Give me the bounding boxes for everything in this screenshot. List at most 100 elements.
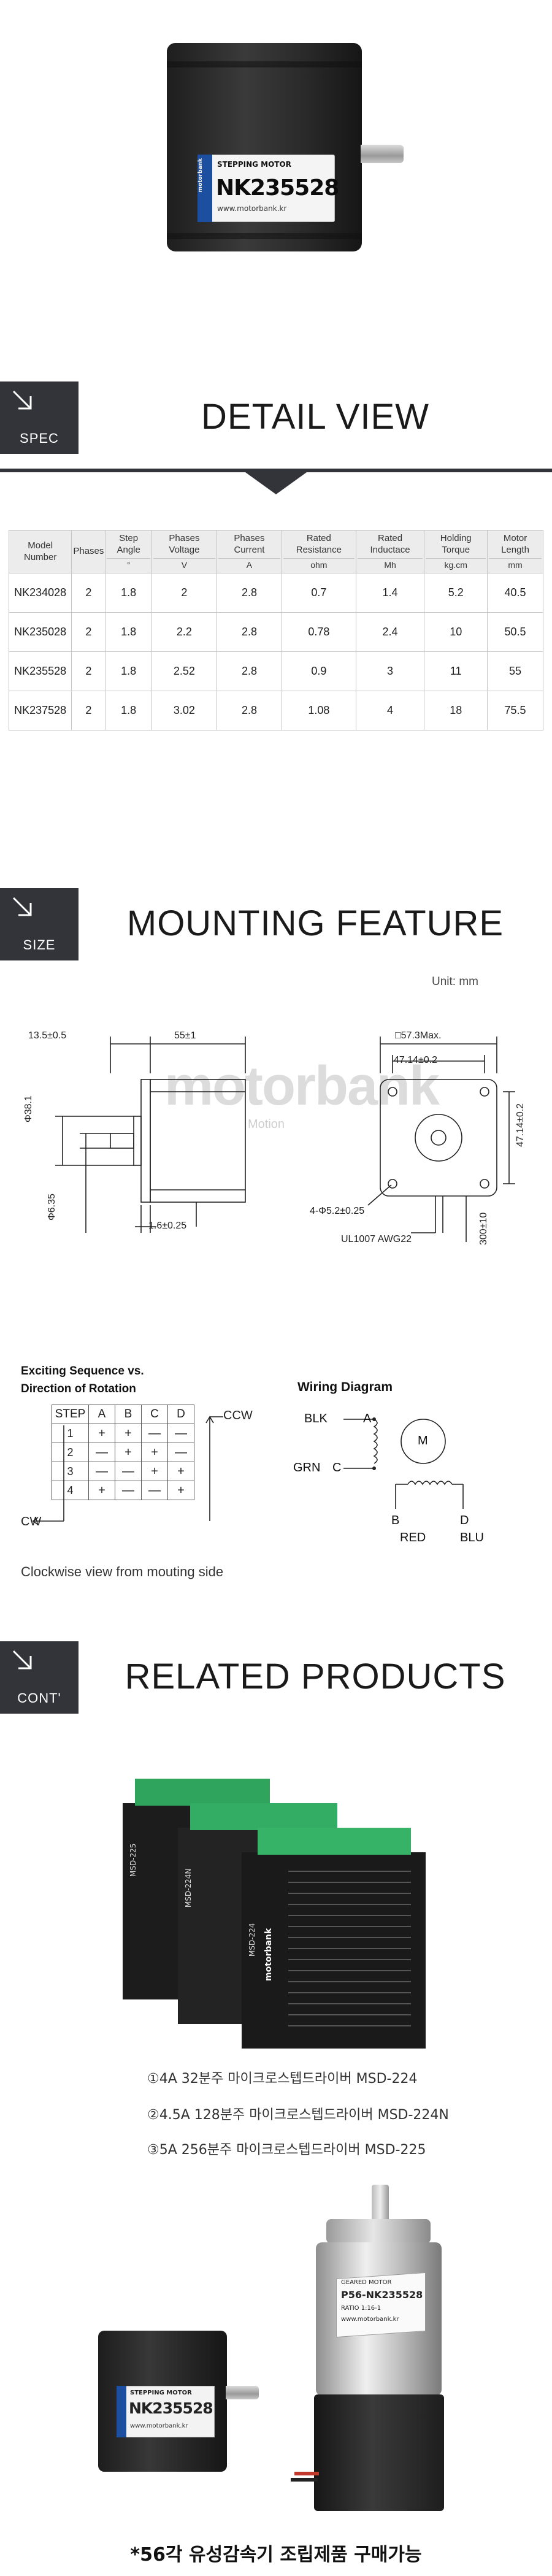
table-cell: 2: [151, 573, 217, 613]
motor-label: [197, 155, 335, 222]
table-row: 1++——: [52, 1424, 194, 1443]
clockwise-note: Clockwise view from mouting side: [21, 1564, 224, 1579]
table-cell: 50.5: [487, 612, 543, 652]
table-cell: NK235028: [8, 612, 72, 652]
table-cell: 10: [424, 612, 488, 652]
wire-grn: GRN: [293, 1461, 321, 1474]
table-cell: 2: [71, 612, 106, 652]
side-view-drawing: [55, 1037, 246, 1233]
table-cell: +: [167, 1462, 194, 1481]
motor-label-url: www.motorbank.kr: [217, 204, 287, 213]
motor-label-model: NK235528: [216, 175, 339, 201]
driver-model-label: MSD-225: [129, 1843, 137, 1877]
terminal-block: [190, 1803, 337, 1830]
lead-wire-red: [294, 2472, 319, 2475]
table-cell: 0.7: [281, 573, 356, 613]
dim-flange: 1.6±0.25: [148, 1221, 187, 1231]
table-cell: 1.8: [105, 691, 152, 730]
table-cell: 75.5: [487, 691, 543, 730]
spec-section-title: DETAIL VIEW: [201, 397, 429, 437]
table-cell: +: [88, 1481, 115, 1500]
lead-wire-black: [291, 2478, 318, 2482]
motor-label-model: NK235528: [129, 2399, 213, 2417]
table-cell: 2: [71, 573, 106, 613]
driver-model-label: MSD-224: [248, 1923, 256, 1957]
table-cell: +: [141, 1443, 168, 1462]
table-cell: +: [167, 1481, 194, 1500]
gear-label-type: GEARED MOTOR: [341, 2279, 392, 2286]
arrow-down-right-icon: [12, 390, 32, 410]
gear-label-model: P56-NK235528: [341, 2289, 423, 2301]
product-caption: ③5A 256분주 마이크로스텝드라이버 MSD-225: [147, 2142, 426, 2158]
wire-d: D: [460, 1514, 469, 1527]
table-cell: 1.08: [281, 691, 356, 730]
dim-mounting-holes: 4-Φ5.2±0.25: [310, 1206, 365, 1216]
watermark-logo: motorbank: [164, 1056, 440, 1117]
sequence-header-cell: B: [115, 1405, 142, 1424]
dim-cable-spec: UL1007 AWG22: [341, 1234, 412, 1244]
spec-badge-label: SPEC: [20, 431, 59, 446]
table-cell: NK237528: [8, 691, 72, 730]
dim-lead-length: 300±10: [478, 1212, 489, 1245]
size-badge: [0, 888, 79, 960]
table-row: 3——++: [52, 1462, 194, 1481]
motor-label: [117, 2386, 215, 2437]
wire-red: RED: [400, 1531, 426, 1544]
arrow-down-right-icon: [12, 1650, 32, 1669]
gear-flange: [326, 2219, 431, 2244]
table-cell: 2.2: [151, 612, 217, 652]
table-cell: 2.4: [355, 612, 425, 652]
product-caption: ①4A 32분주 마이크로스텝드라이버 MSD-224: [147, 2071, 418, 2087]
table-cell: 3.02: [151, 691, 217, 730]
motor-shaft: [361, 145, 404, 163]
table-row: 2—++—: [52, 1443, 194, 1462]
table-cell: 1.8: [105, 573, 152, 613]
bottom-caption: *56각 유성감속기 조립제품 구매가능: [130, 2544, 422, 2566]
motor-label-url: www.motorbank.kr: [130, 2423, 188, 2429]
table-cell: 3: [355, 651, 425, 691]
size-badge-label: SIZE: [23, 937, 56, 953]
product-caption: ②4.5A 128분주 마이크로스텝드라이버 MSD-224N: [147, 2107, 449, 2123]
section-divider: [0, 469, 552, 472]
spec-col-header: Step Angle°: [105, 530, 152, 573]
arrow-down-right-icon: [12, 897, 32, 916]
table-cell: 2: [71, 651, 106, 691]
cont-badge-label: CONT': [17, 1690, 61, 1706]
table-cell: 2: [52, 1443, 89, 1462]
wiring-diagram: [343, 1417, 464, 1509]
watermark-sub: Motion: [248, 1117, 285, 1131]
table-cell: 2.52: [151, 651, 217, 691]
table-cell: 5.2: [424, 573, 488, 613]
geared-motor-body: [314, 2394, 444, 2511]
dim-front-pitch-v: 47.14±0.2: [515, 1103, 526, 1147]
dim-front-pitch: 47.14±0.2: [394, 1055, 438, 1065]
driver-brand-label: motorbank: [264, 1928, 274, 1981]
table-cell: 2.8: [216, 573, 282, 613]
sequence-header-cell: C: [141, 1405, 168, 1424]
table-cell: —: [141, 1424, 168, 1443]
cont-badge: [0, 1641, 79, 1714]
gear-shaft: [372, 2185, 389, 2221]
wire-a: A: [363, 1412, 372, 1425]
table-cell: —: [167, 1424, 194, 1443]
motor-shaft: [226, 2386, 259, 2399]
wire-blk: BLK: [304, 1412, 328, 1425]
ccw-label: CCW: [223, 1409, 253, 1422]
spec-col-header: Model Number: [8, 530, 72, 573]
dim-shaft-length: 13.5±0.5: [28, 1030, 67, 1041]
motor-fin: [167, 61, 362, 67]
table-cell: 4: [355, 691, 425, 730]
table-cell: NK235528: [8, 651, 72, 691]
table-cell: 1.4: [355, 573, 425, 613]
table-row: 4+——+: [52, 1481, 194, 1500]
table-cell: 11: [424, 651, 488, 691]
driver-switch-table: [288, 1865, 411, 2036]
